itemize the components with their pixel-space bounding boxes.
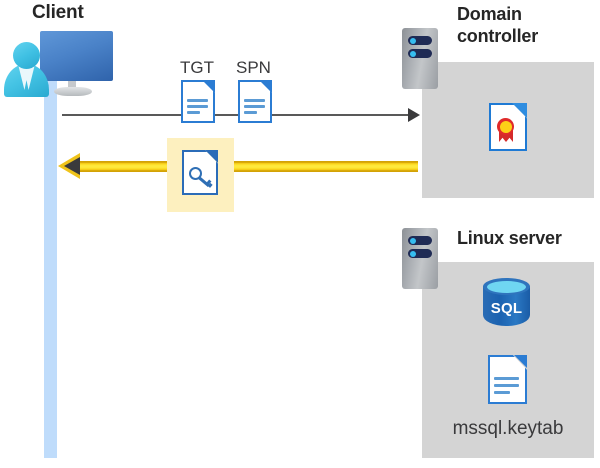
spn-document-icon (238, 80, 272, 123)
spn-label: SPN (236, 58, 271, 77)
key-ring (189, 167, 202, 180)
domain-controller-label-line2: controller (457, 26, 539, 46)
monitor-icon (40, 31, 113, 81)
tgt-label: TGT (180, 58, 214, 77)
linux-server-label: Linux server (457, 228, 562, 248)
document-line (244, 99, 265, 102)
server-led-icon (410, 250, 416, 257)
server-led-icon (410, 50, 416, 57)
server-bay-icon (408, 249, 432, 258)
response-line (74, 161, 418, 172)
server-led-icon (410, 37, 416, 44)
document-sheet (488, 355, 527, 404)
document-line (187, 111, 200, 114)
key-tooth (207, 182, 213, 188)
server-led-icon (410, 237, 416, 244)
document-line (244, 111, 257, 114)
client-lifeline (44, 58, 57, 458)
request-arrowhead-icon (408, 108, 420, 122)
key-icon (189, 166, 213, 188)
document-line (244, 105, 265, 108)
sql-database-icon: SQL (483, 278, 530, 333)
document-line (494, 377, 519, 380)
sql-cylinder-top-inner (487, 281, 526, 293)
document-sheet (238, 80, 272, 123)
server-bay-icon (408, 36, 432, 45)
server-bay-icon (408, 236, 432, 245)
certificate-seal-inner (499, 120, 512, 133)
document-sheet (181, 80, 215, 123)
tgt-document-icon (181, 80, 215, 123)
person-head-icon (13, 42, 40, 69)
monitor-stand-icon (68, 81, 76, 91)
document-line (187, 105, 208, 108)
document-line (187, 99, 208, 102)
monitor-base-icon (54, 87, 92, 96)
linux-server-icon (402, 228, 438, 289)
document-line (494, 384, 519, 387)
key-document-icon (182, 150, 218, 195)
sql-label: SQL (490, 300, 523, 317)
server-bay-icon (408, 49, 432, 58)
document-sheet (182, 150, 218, 195)
certificate-icon (489, 103, 527, 151)
domain-controller-server-icon (402, 28, 438, 89)
domain-controller-label-line1: Domain (457, 4, 522, 24)
keytab-filename-label: mssql.keytab (452, 418, 564, 439)
certificate-ribbon-right (506, 127, 513, 142)
keytab-document-icon (488, 355, 527, 404)
client-label: Client (32, 2, 84, 23)
response-arrowhead-icon (64, 157, 80, 175)
document-line (494, 391, 510, 394)
